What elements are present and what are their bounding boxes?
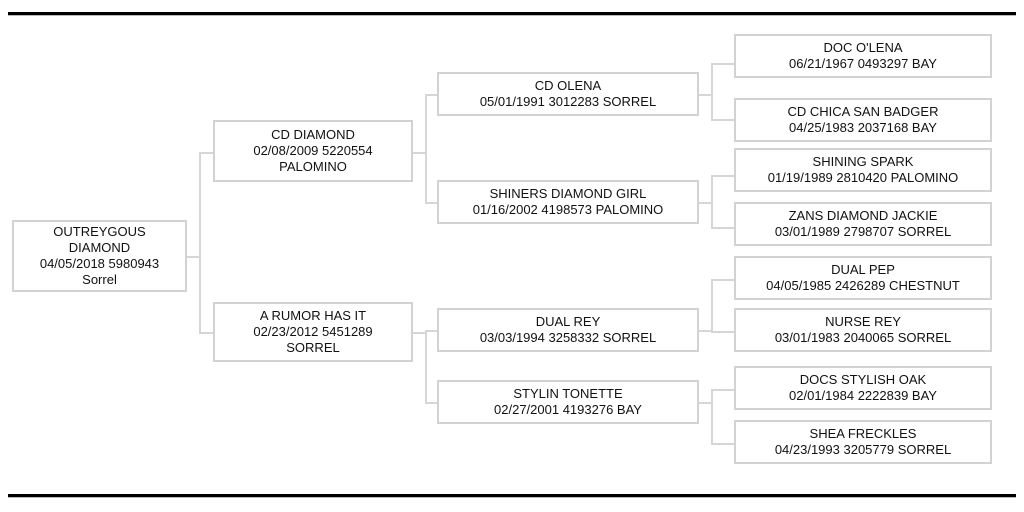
node-gen4-8[interactable]: SHEA FRECKLES 04/23/1993 3205779 SORREL — [734, 420, 992, 464]
node-gen4-2-name: CD CHICA SAN BADGER — [787, 104, 939, 120]
bottom-divider-rule — [8, 494, 1016, 497]
connector-gen4-stub-3 — [711, 175, 736, 177]
node-gen4-1[interactable]: DOC O'LENA 06/21/1967 0493297 BAY — [734, 34, 992, 78]
node-subject-details: 04/05/2018 5980943 — [39, 256, 160, 271]
node-gen4-8-name: SHEA FRECKLES — [809, 426, 917, 442]
node-gen3-2-name: SHINERS DIAMOND GIRL — [489, 186, 647, 202]
connector-gen3b-stem — [699, 202, 713, 204]
node-gen4-1-details: 06/21/1967 0493297 BAY — [789, 56, 937, 71]
node-gen4-8-details: 04/23/1993 3205779 SORREL — [774, 442, 952, 457]
node-gen4-4[interactable]: ZANS DIAMOND JACKIE 03/01/1989 2798707 S… — [734, 202, 992, 246]
connector-gen3-stub-3 — [425, 330, 439, 332]
node-gen4-2[interactable]: CD CHICA SAN BADGER 04/25/1983 2037168 B… — [734, 98, 992, 142]
connector-gen2a-spine — [425, 94, 427, 204]
node-gen4-5[interactable]: DUAL PEP 04/05/1985 2426289 CHESTNUT — [734, 256, 992, 300]
node-dam-color: SORREL — [286, 339, 340, 355]
node-gen4-6-details: 03/01/1983 2040065 SORREL — [774, 330, 952, 345]
node-dam-details: 02/23/2012 5451289 — [253, 324, 373, 340]
connector-gen2b-spine — [425, 330, 427, 404]
node-gen4-3-details: 01/19/1989 2810420 PALOMINO — [767, 170, 959, 185]
node-gen4-3[interactable]: SHINING SPARK 01/19/1989 2810420 PALOMIN… — [734, 148, 992, 192]
connector-gen3d-spine — [711, 389, 713, 445]
connector-gen4-stub-5 — [711, 279, 736, 281]
node-gen3-4-details: 02/27/2001 4193276 BAY — [494, 402, 642, 417]
connector-gen3c-spine — [711, 279, 713, 333]
connector-gen4-stub-7 — [711, 389, 736, 391]
node-gen4-6[interactable]: NURSE REY 03/01/1983 2040065 SORREL — [734, 308, 992, 352]
node-gen4-5-name: DUAL PEP — [831, 262, 895, 278]
connector-gen1-spine — [199, 152, 201, 334]
connector-gen3-stub-1 — [425, 94, 439, 96]
connector-gen3-stub-2 — [425, 202, 439, 204]
node-gen3-1-name: CD OLENA — [534, 78, 602, 94]
connector-gen4-stub-4 — [711, 227, 736, 229]
node-sire-color: PALOMINO — [279, 158, 347, 174]
node-gen3-4-name: STYLIN TONETTE — [513, 386, 623, 402]
node-gen4-2-details: 04/25/1983 2037168 BAY — [789, 120, 937, 135]
node-gen4-1-name: DOC O'LENA — [823, 40, 903, 56]
node-gen3-1[interactable]: CD OLENA 05/01/1991 3012283 SORREL — [437, 72, 699, 116]
node-sire[interactable]: CD DIAMOND 02/08/2009 5220554 PALOMINO — [213, 120, 413, 182]
connector-gen3c-stem — [699, 330, 713, 332]
connector-gen3a-spine — [711, 63, 713, 121]
node-sire-name: CD DIAMOND — [271, 127, 355, 143]
connector-gen4-stub-8 — [711, 443, 736, 445]
node-gen3-2[interactable]: SHINERS DIAMOND GIRL 01/16/2002 4198573 … — [437, 180, 699, 224]
node-gen3-1-details: 05/01/1991 3012283 SORREL — [479, 94, 657, 109]
connector-gen4-stub-2 — [711, 119, 736, 121]
node-gen4-7[interactable]: DOCS STYLISH OAK 02/01/1984 2222839 BAY — [734, 366, 992, 410]
node-subject-name-line2: DIAMOND — [68, 240, 131, 256]
node-gen3-3-details: 03/03/1994 3258332 SORREL — [479, 330, 657, 345]
node-gen4-4-name: ZANS DIAMOND JACKIE — [788, 208, 938, 224]
node-subject-color: Sorrel — [82, 271, 117, 287]
connector-gen4-stub-6 — [711, 331, 736, 333]
connector-gen3b-spine — [711, 175, 713, 229]
connector-gen1-stem — [187, 256, 201, 258]
node-dam-name: A RUMOR HAS IT — [259, 308, 367, 324]
connector-gen2-stub-1 — [199, 152, 215, 154]
node-gen4-4-details: 03/01/1989 2798707 SORREL — [774, 224, 952, 239]
connector-gen2-stub-2 — [199, 332, 215, 334]
connector-gen2b-stem — [413, 332, 427, 334]
node-gen4-7-details: 02/01/1984 2222839 BAY — [789, 388, 937, 403]
node-gen3-2-details: 01/16/2002 4198573 PALOMINO — [472, 202, 664, 217]
node-subject[interactable]: OUTREYGOUS DIAMOND 04/05/2018 5980943 So… — [12, 220, 187, 292]
node-dam[interactable]: A RUMOR HAS IT 02/23/2012 5451289 SORREL — [213, 302, 413, 362]
node-subject-name-line1: OUTREYGOUS — [53, 224, 146, 240]
connector-gen4-stub-1 — [711, 63, 736, 65]
node-gen4-7-name: DOCS STYLISH OAK — [799, 372, 927, 388]
node-gen4-6-name: NURSE REY — [825, 314, 901, 330]
connector-gen3d-stem — [699, 402, 713, 404]
top-divider-rule — [8, 12, 1016, 15]
node-gen4-5-details: 04/05/1985 2426289 CHESTNUT — [766, 278, 960, 293]
node-gen4-3-name: SHINING SPARK — [812, 154, 914, 170]
node-gen3-4[interactable]: STYLIN TONETTE 02/27/2001 4193276 BAY — [437, 380, 699, 424]
connector-gen3-stub-4 — [425, 402, 439, 404]
connector-gen3a-stem — [699, 94, 713, 96]
node-gen3-3-name: DUAL REY — [535, 314, 601, 330]
node-sire-details: 02/08/2009 5220554 — [253, 143, 373, 159]
node-gen3-3[interactable]: DUAL REY 03/03/1994 3258332 SORREL — [437, 308, 699, 352]
connector-gen2a-stem — [413, 152, 427, 154]
